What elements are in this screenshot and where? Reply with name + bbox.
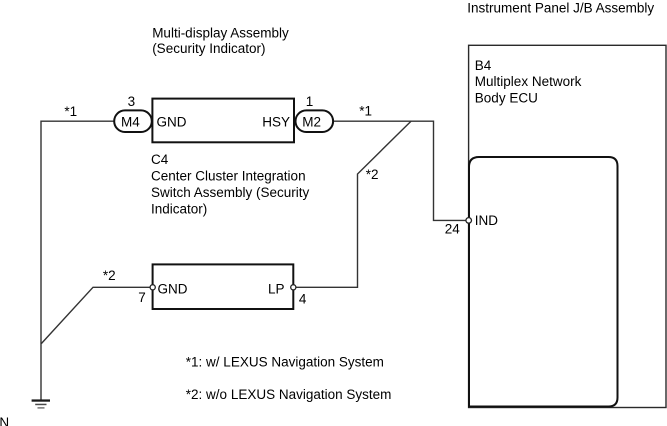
svg-text:Multiplex Network: Multiplex Network	[475, 74, 582, 89]
svg-text:Switch Assembly (Security: Switch Assembly (Security	[151, 185, 310, 200]
svg-text:M4: M4	[121, 114, 140, 129]
svg-text:GND: GND	[157, 115, 187, 130]
svg-text:C4: C4	[151, 152, 169, 167]
svg-text:Indicator): Indicator)	[151, 201, 207, 216]
svg-text:Center Cluster Integration: Center Cluster Integration	[151, 168, 306, 183]
svg-text:4: 4	[299, 292, 307, 307]
svg-text:7: 7	[138, 290, 146, 305]
svg-text:HSY: HSY	[262, 115, 290, 130]
svg-text:1: 1	[306, 94, 314, 109]
svg-text:N: N	[0, 415, 9, 426]
svg-text:GND: GND	[158, 282, 188, 297]
svg-text:*2: w/o LEXUS Navigation Syste: *2: w/o LEXUS Navigation System	[186, 387, 392, 402]
svg-text:*1: w/ LEXUS Navigation System: *1: w/ LEXUS Navigation System	[186, 355, 384, 370]
svg-text:*2: *2	[103, 268, 116, 283]
svg-text:M2: M2	[302, 114, 321, 129]
svg-text:LP: LP	[268, 282, 285, 297]
svg-text:Instrument Panel J/B Assembly: Instrument Panel J/B Assembly	[467, 1, 654, 16]
svg-text:Body ECU: Body ECU	[475, 90, 538, 105]
svg-text:*1: *1	[64, 104, 77, 119]
svg-text:3: 3	[128, 94, 136, 109]
svg-text:B4: B4	[475, 58, 492, 73]
svg-text:*2: *2	[366, 167, 379, 182]
svg-text:(Security Indicator): (Security Indicator)	[152, 41, 265, 56]
svg-text:IND: IND	[475, 213, 499, 228]
svg-text:24: 24	[445, 222, 461, 237]
svg-text:*1: *1	[359, 104, 372, 119]
svg-text:Multi-display Assembly: Multi-display Assembly	[152, 26, 289, 41]
